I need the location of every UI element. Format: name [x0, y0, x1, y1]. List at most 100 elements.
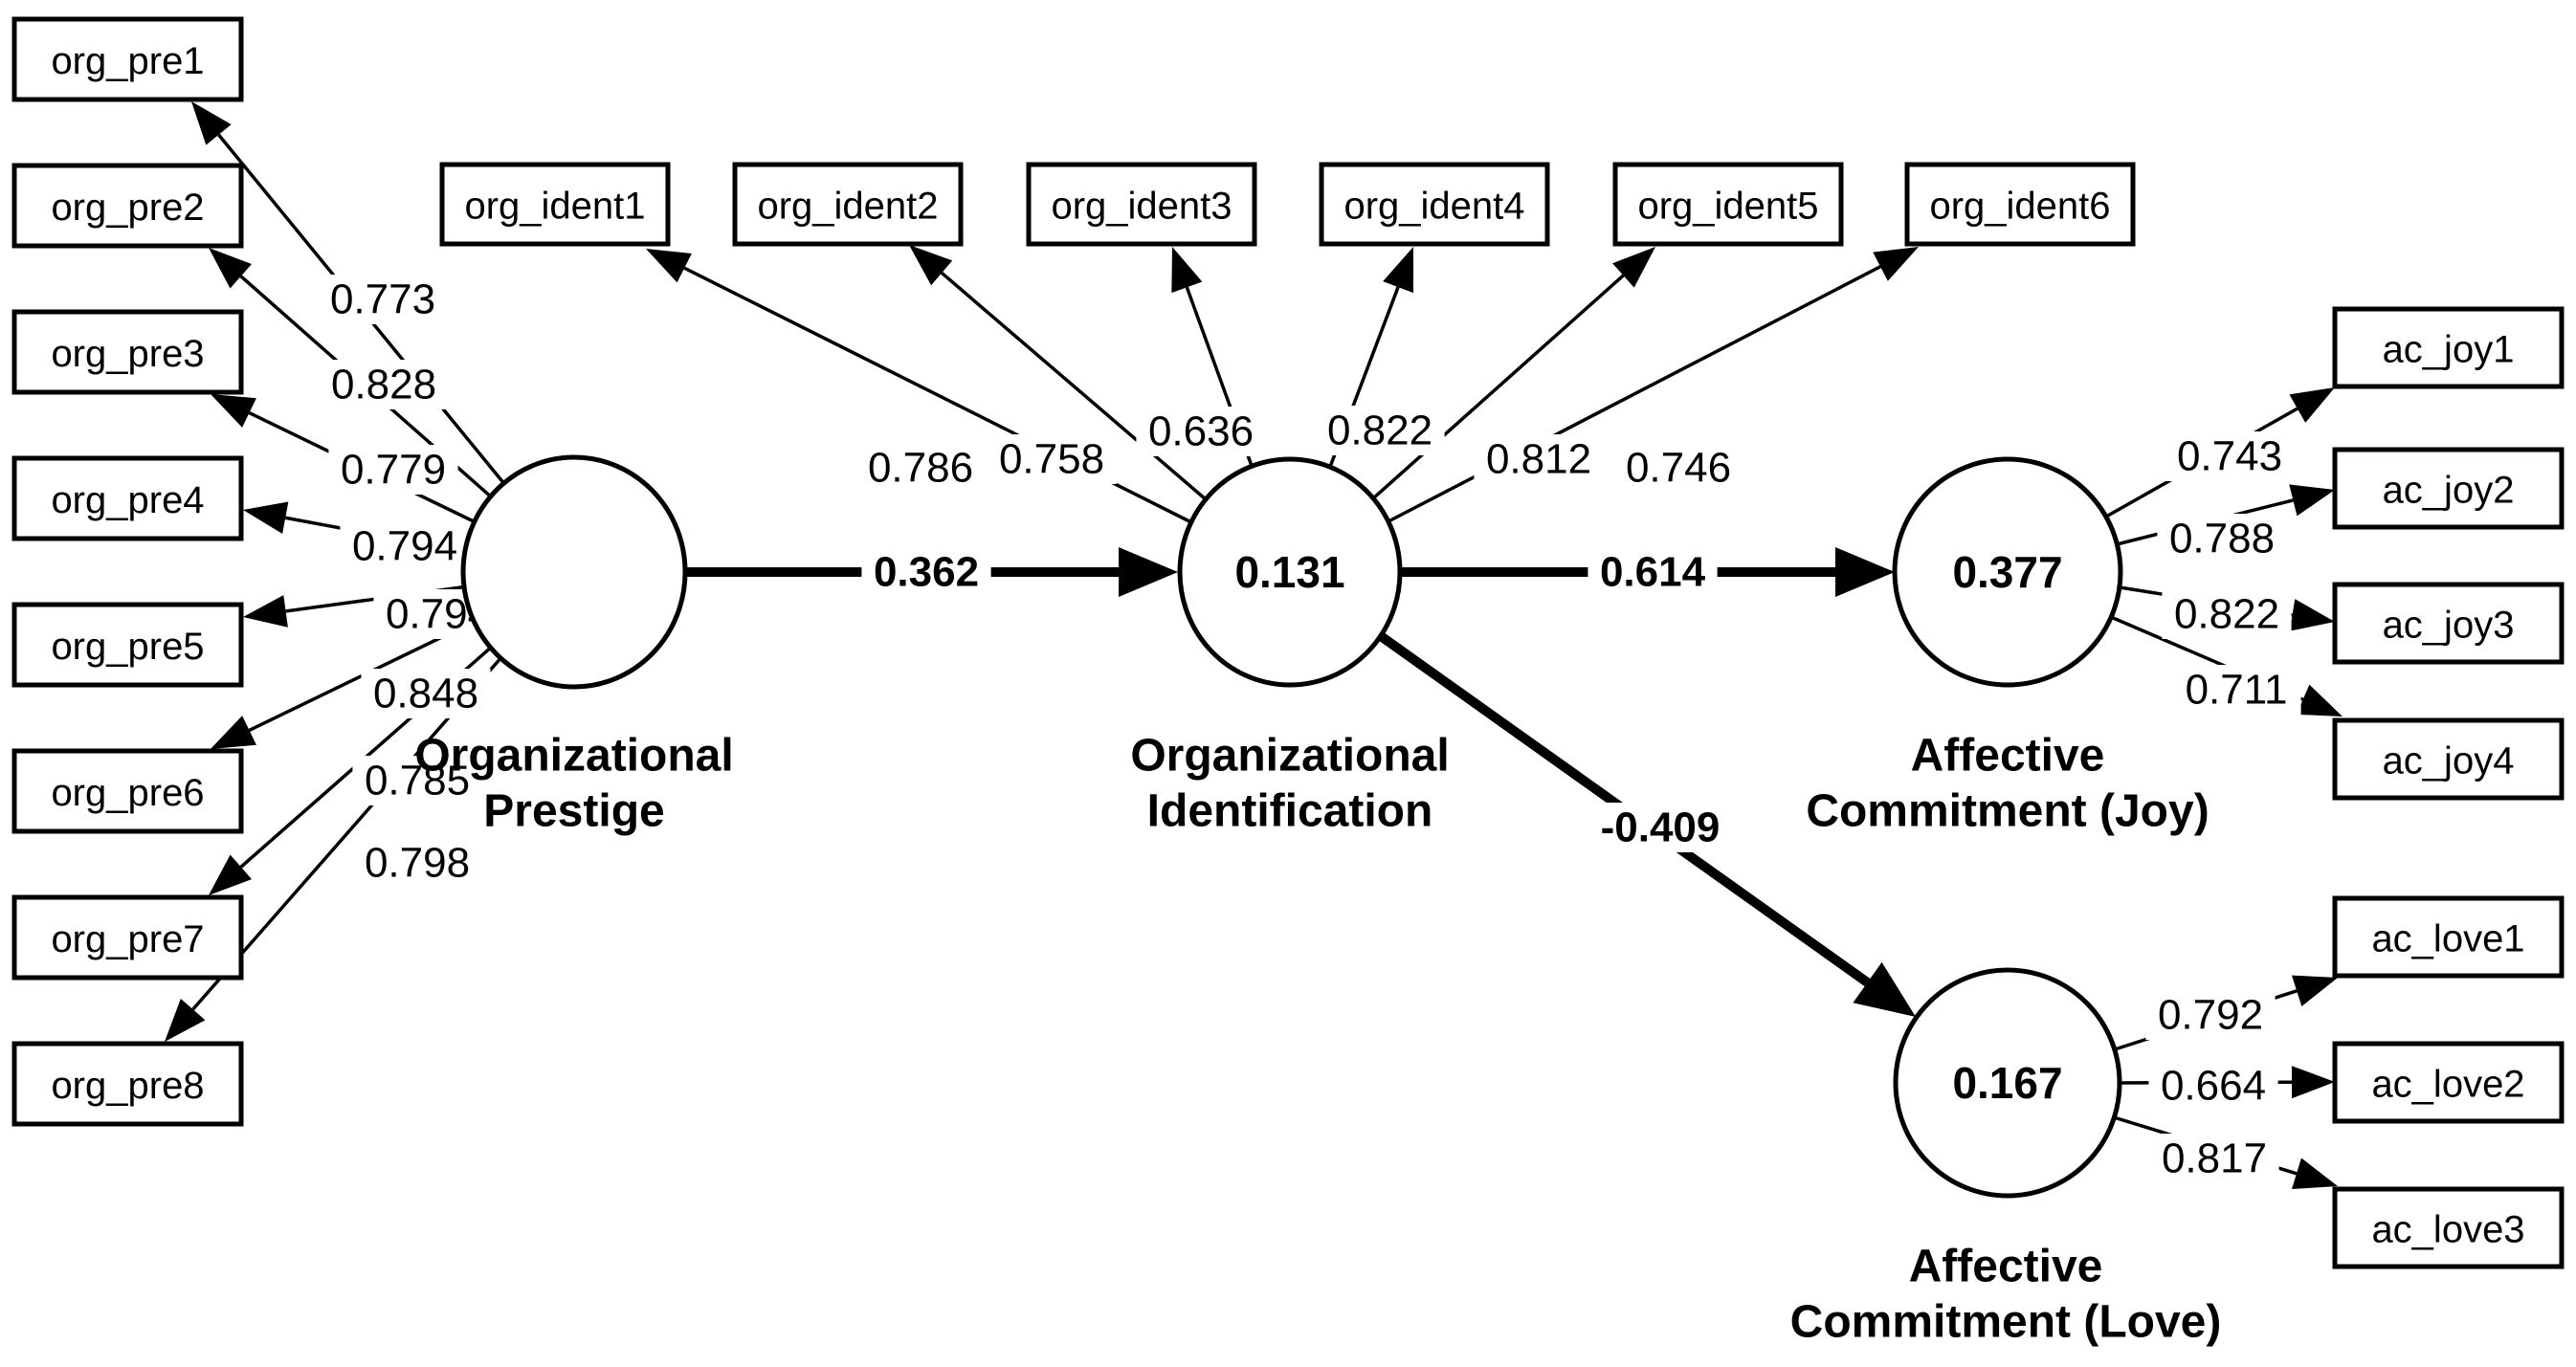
latent-ellipse-oi: [1177, 456, 1403, 688]
arrowhead-icon-op-oi: [1119, 547, 1178, 597]
loading-value-org_ident3: 0.636: [1148, 408, 1254, 455]
manifest-label-ac_joy4: ac_joy4: [2383, 740, 2515, 783]
manifest-box-org_pre4: [11, 455, 244, 541]
loading-value-ac_love1: 0.792: [2158, 992, 2263, 1039]
manifest-label-org_ident2: org_ident2: [757, 186, 938, 228]
latent-name-op-line2: Prestige: [483, 786, 664, 837]
manifest-box-org_ident6: [1904, 162, 2136, 247]
arrowhead-icon-org_ident2: [909, 245, 953, 286]
latent-name-acj-line1: Affective: [1911, 731, 2105, 782]
manifest-label-org_ident6: org_ident6: [1929, 186, 2110, 228]
loading-value-org_ident5-bg: [1474, 434, 1604, 484]
manifest-label-org_pre6: org_pre6: [51, 772, 204, 814]
loading-line-org_ident6: [1388, 265, 1881, 523]
manifest-label-ac_joy1: ac_joy1: [2383, 329, 2515, 371]
loading-value-org_ident5: 0.812: [1486, 436, 1591, 483]
loading-value-ac_love1-bg: [2145, 990, 2276, 1040]
manifest-box-ac_love3: [2332, 1186, 2565, 1269]
loading-value-org_pre2: 0.828: [331, 362, 436, 408]
manifest-box-org_pre3: [11, 309, 244, 395]
path-coefficient-oi-acl-bg: [1584, 803, 1737, 852]
loading-value-org_ident1: 0.786: [868, 445, 973, 492]
loading-value-ac_joy2-bg: [2157, 514, 2287, 563]
manifest-label-org_ident1: org_ident1: [464, 186, 645, 228]
loading-value-ac_love3: 0.817: [2162, 1135, 2267, 1182]
manifest-box-org_pre2: [11, 163, 244, 249]
manifest-label-ac_love1: ac_love1: [2371, 918, 2524, 960]
arrowhead-icon-org_pre4: [243, 501, 289, 534]
manifest-label-ac_joy2: ac_joy2: [2383, 470, 2515, 512]
manifest-box-org_ident5: [1612, 162, 1844, 247]
loading-value-org_ident2: 0.758: [999, 436, 1104, 483]
arrowhead-icon-ac_joy4: [2296, 684, 2343, 717]
loading-line-org_ident5: [1371, 274, 1625, 500]
manifest-label-org_ident4: org_ident4: [1344, 186, 1524, 228]
loading-value-org_pre2-bg: [319, 360, 449, 409]
arrowhead-icon-oi-acj: [1835, 547, 1895, 597]
latent-ellipse-acj: [1892, 456, 2123, 688]
manifest-box-org_pre1: [11, 16, 244, 102]
arrowhead-icon-ac_joy3: [2289, 599, 2335, 631]
arrowhead-icon-ac_love2: [2291, 1066, 2335, 1099]
latent-value-oi: 0.131: [1234, 547, 1344, 597]
arrowhead-icon-org_pre2: [209, 248, 252, 289]
loading-value-org_ident3-bg: [1136, 407, 1266, 456]
loading-value-org_pre7-bg: [352, 756, 482, 805]
loading-value-ac_love2: 0.664: [2161, 1063, 2266, 1110]
loading-value-org_pre8-bg: [352, 838, 482, 888]
latent-name-op-line1: Organizational: [414, 731, 733, 782]
loading-value-org_ident1-bg: [855, 443, 986, 493]
arrowhead-icon-org_ident5: [1612, 247, 1655, 288]
arrowhead-icon-ac_love1: [2291, 975, 2338, 1006]
arrowhead-icon-ac_joy1: [2289, 387, 2335, 423]
loading-value-ac_joy1: 0.743: [2177, 433, 2282, 480]
path-coefficient-op-oi: 0.362: [874, 549, 979, 596]
loading-value-org_pre7: 0.785: [365, 758, 470, 805]
loading-value-org_pre3: 0.779: [341, 447, 446, 494]
manifest-label-ac_love2: ac_love2: [2371, 1064, 2524, 1106]
loading-value-org_pre4: 0.794: [352, 523, 457, 570]
loading-value-org_pre4-bg: [340, 521, 470, 571]
loading-value-ac_joy3-bg: [2162, 589, 2292, 639]
manifest-label-ac_joy3: ac_joy3: [2383, 605, 2515, 647]
path-coefficient-oi-acl: -0.409: [1601, 805, 1721, 851]
path-coefficient-oi-acj: 0.614: [1600, 549, 1706, 596]
arrowhead-icon-org_pre1: [191, 101, 232, 145]
latent-name-acl-line2: Commitment (Love): [1790, 1297, 2222, 1348]
manifest-box-org_ident4: [1319, 162, 1550, 247]
loading-value-ac_joy4-bg: [2171, 665, 2301, 715]
arrowhead-icon-org_ident1: [646, 249, 692, 283]
manifest-label-org_pre4: org_pre4: [51, 479, 204, 521]
loading-value-org_pre1: 0.773: [330, 276, 435, 323]
latent-ellipse-op: [460, 454, 688, 690]
loading-value-org_ident6: 0.746: [1626, 445, 1731, 492]
loading-value-ac_love3-bg: [2149, 1134, 2279, 1183]
manifest-label-org_pre2: org_pre2: [51, 187, 204, 229]
manifest-box-org_pre6: [11, 748, 244, 834]
manifest-box-ac_love2: [2332, 1041, 2565, 1124]
arrowhead-icon-org_ident4: [1383, 247, 1413, 294]
manifest-label-org_pre8: org_pre8: [51, 1065, 204, 1107]
manifest-box-org_ident2: [732, 162, 964, 247]
loading-value-ac_joy4: 0.711: [2186, 667, 2288, 714]
manifest-label-org_ident3: org_ident3: [1051, 186, 1232, 228]
manifest-label-org_pre5: org_pre5: [51, 626, 204, 668]
loading-value-org_pre6-bg: [361, 669, 491, 718]
manifest-box-org_pre8: [11, 1041, 244, 1127]
loading-value-org_pre1-bg: [318, 275, 448, 324]
manifest-label-org_pre1: org_pre1: [51, 40, 204, 82]
arrowhead-icon-org_pre6: [211, 716, 256, 749]
latent-name-acl-line1: Affective: [1909, 1242, 2103, 1292]
arrowhead-icon-org_ident6: [1873, 247, 1919, 281]
loading-value-org_pre8: 0.798: [365, 840, 470, 887]
loading-value-ac_love2-bg: [2148, 1061, 2278, 1111]
path-coefficient-oi-acj-bg: [1588, 547, 1718, 597]
loading-value-org_pre3-bg: [328, 445, 458, 495]
latent-value-acl: 0.167: [1952, 1058, 2062, 1108]
loading-value-ac_joy2: 0.788: [2169, 516, 2275, 562]
manifest-box-ac_love1: [2332, 895, 2565, 979]
loading-value-ac_joy1-bg: [2165, 431, 2295, 481]
manifest-label-org_pre7: org_pre7: [51, 918, 204, 960]
